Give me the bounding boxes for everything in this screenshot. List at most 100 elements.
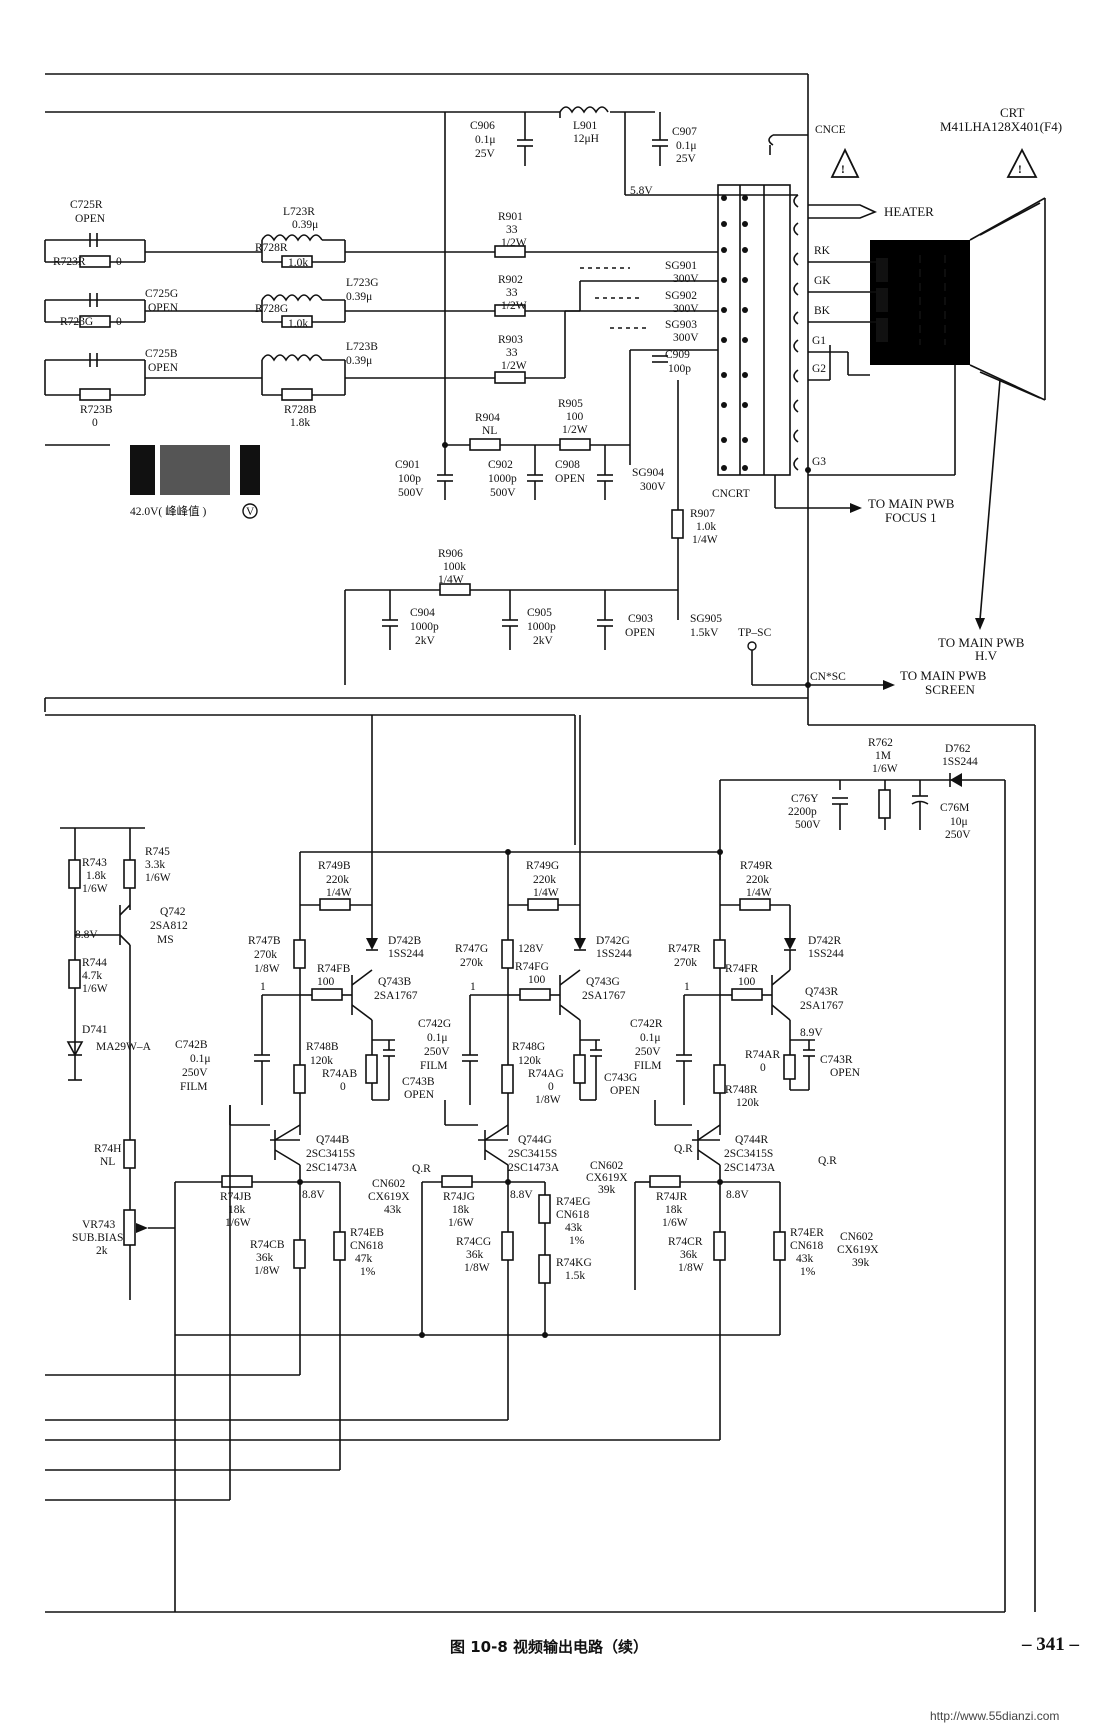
svg-text:250V: 250V — [945, 829, 971, 841]
svg-text:1SS244: 1SS244 — [388, 948, 424, 960]
svg-text:1SS244: 1SS244 — [808, 948, 844, 960]
svg-text:R903: R903 — [498, 334, 523, 346]
svg-text:R744: R744 — [82, 957, 107, 969]
svg-text:D741: D741 — [82, 1024, 108, 1036]
svg-text:0.1μ: 0.1μ — [640, 1032, 661, 1044]
svg-text:R907: R907 — [690, 508, 715, 520]
bias-network: R743 1.8k 1/6W R745 3.3k 1/6W 8.8V Q742 … — [44, 697, 808, 1612]
svg-text:C742B: C742B — [175, 1039, 208, 1051]
svg-text:Q.R: Q.R — [412, 1163, 431, 1175]
svg-text:1%: 1% — [800, 1266, 816, 1278]
svg-text:100p: 100p — [668, 363, 691, 375]
svg-text:R743: R743 — [82, 857, 107, 869]
svg-text:2kV: 2kV — [533, 635, 554, 647]
svg-text:1/8W: 1/8W — [254, 1265, 280, 1277]
svg-text:L723B: L723B — [346, 341, 378, 353]
spark-gaps: SG901 300V SG902 300V SG903 300V — [580, 260, 699, 344]
svg-text:500V: 500V — [795, 819, 821, 831]
v58-label: 5.8V — [630, 185, 653, 197]
svg-text:R901: R901 — [498, 211, 523, 223]
svg-text:R749G: R749G — [526, 860, 559, 872]
svg-text:270k: 270k — [674, 957, 697, 969]
svg-text:CX619X: CX619X — [837, 1244, 879, 1256]
svg-text:R748G: R748G — [512, 1041, 545, 1053]
svg-text:1: 1 — [470, 981, 476, 993]
svg-text:0.1μ: 0.1μ — [475, 134, 496, 146]
svg-text:CRT: CRT — [1000, 105, 1025, 120]
blue-output-channel: R749B 220k 1/4W D742B 1SS244 R747B 270k … — [175, 715, 720, 1470]
svg-text:!: ! — [841, 164, 845, 176]
svg-text:C742G: C742G — [418, 1018, 451, 1030]
svg-text:36k: 36k — [466, 1249, 484, 1261]
svg-text:270k: 270k — [460, 957, 483, 969]
supply-network: C76Y 2200p 500V R762 1M 1/6W C76M 10μ 25… — [175, 737, 1006, 1613]
svg-text:R74H: R74H — [94, 1143, 121, 1155]
svg-text:TP–SC: TP–SC — [738, 627, 772, 639]
svg-text:220k: 220k — [533, 874, 556, 886]
page-number: – 341 – — [1022, 1634, 1079, 1655]
screen-output: CN*SC TO MAIN PWB SCREEN — [752, 470, 1036, 1612]
svg-text:2SC1473A: 2SC1473A — [306, 1162, 358, 1174]
svg-text:FOCUS 1: FOCUS 1 — [885, 510, 937, 525]
svg-text:TO MAIN PWB: TO MAIN PWB — [900, 668, 987, 683]
svg-text:!: ! — [1018, 164, 1022, 176]
svg-text:39k: 39k — [598, 1184, 616, 1196]
svg-text:1/6W: 1/6W — [145, 872, 171, 884]
svg-text:R74EG: R74EG — [556, 1196, 591, 1208]
svg-text:300V: 300V — [673, 303, 699, 315]
c906-capacitor: C906 0.1μ 25V — [470, 120, 533, 166]
svg-text:1.0k: 1.0k — [288, 318, 308, 330]
svg-text:SG902: SG902 — [665, 290, 697, 302]
crt-pin-bk: BK — [814, 305, 831, 317]
svg-text:1000p: 1000p — [488, 473, 517, 485]
svg-text:0.39μ: 0.39μ — [346, 355, 372, 367]
svg-text:CN618: CN618 — [790, 1240, 823, 1252]
svg-text:42.0V( 峰峰值 ): 42.0V( 峰峰值 ) — [130, 505, 207, 518]
svg-text:D742G: D742G — [596, 935, 630, 947]
svg-text:10μ: 10μ — [950, 816, 968, 828]
svg-text:0.39μ: 0.39μ — [346, 291, 372, 303]
svg-text:33: 33 — [506, 347, 518, 359]
svg-text:2200p: 2200p — [788, 806, 817, 818]
svg-text:1/2W: 1/2W — [501, 300, 527, 312]
svg-text:0.1μ: 0.1μ — [427, 1032, 448, 1044]
svg-text:2SA812: 2SA812 — [150, 920, 188, 932]
svg-text:FILM: FILM — [634, 1060, 661, 1072]
svg-text:OPEN: OPEN — [75, 213, 106, 225]
warning-icon: ! — [1006, 148, 1038, 178]
svg-text:C907: C907 — [672, 126, 697, 138]
svg-text:R904: R904 — [475, 412, 500, 424]
svg-text:8.8V: 8.8V — [75, 929, 98, 941]
figure-caption: 图 10-8 视频输出电路（续） — [450, 1638, 648, 1656]
svg-text:R74CR: R74CR — [668, 1236, 703, 1248]
green-input-network: C725G OPEN R723G 0 L723G 0.39μ R728G 1.0… — [44, 277, 495, 330]
svg-text:R723R: R723R — [53, 256, 86, 268]
svg-text:R906: R906 — [438, 548, 463, 560]
svg-text:R74CG: R74CG — [456, 1236, 491, 1248]
svg-text:1: 1 — [684, 981, 690, 993]
svg-text:18k: 18k — [665, 1204, 683, 1216]
svg-text:220k: 220k — [746, 874, 769, 886]
svg-text:R905: R905 — [558, 398, 583, 410]
green-output-channel: R749G 220k 1/4W D742G 1SS244 R747G 270k … — [175, 715, 780, 1420]
svg-text:33: 33 — [506, 287, 518, 299]
svg-text:R747G: R747G — [455, 943, 488, 955]
svg-text:VR743: VR743 — [82, 1219, 115, 1231]
svg-text:MS: MS — [157, 934, 174, 946]
hv-output: TO MAIN PWB H.V — [938, 635, 1025, 663]
l901-inductor: L901 12μH — [559, 106, 609, 145]
svg-text:C743G: C743G — [604, 1072, 637, 1084]
crt-pin-g3: G3 — [812, 456, 826, 468]
svg-text:1/4W: 1/4W — [692, 534, 718, 546]
svg-text:1%: 1% — [569, 1235, 585, 1247]
svg-text:Q744B: Q744B — [316, 1134, 350, 1146]
r903-resistor: R903 33 1/2W — [494, 310, 718, 384]
svg-text:OPEN: OPEN — [625, 627, 656, 639]
svg-text:C725G: C725G — [145, 288, 178, 300]
svg-text:250V: 250V — [635, 1046, 661, 1058]
svg-text:1/6W: 1/6W — [872, 763, 898, 775]
svg-text:OPEN: OPEN — [148, 362, 179, 374]
svg-text:CN*SC: CN*SC — [810, 671, 846, 683]
svg-text:120k: 120k — [518, 1055, 541, 1067]
svg-text:R74KG: R74KG — [556, 1257, 592, 1269]
